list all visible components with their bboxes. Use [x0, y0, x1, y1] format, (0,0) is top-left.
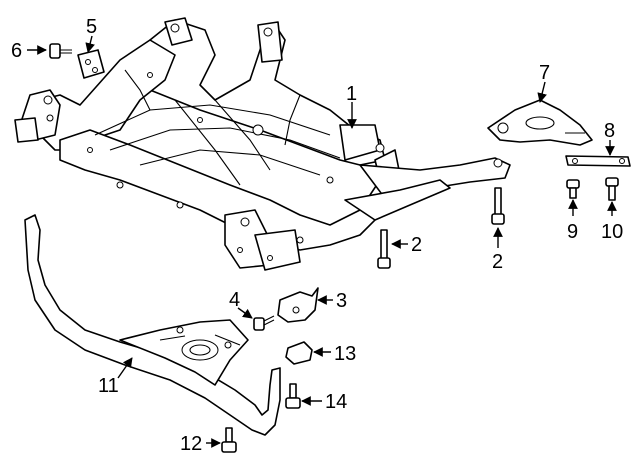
- callout-14: 14: [325, 391, 347, 413]
- callout-7: 7: [539, 62, 550, 84]
- callout-2-right: 2: [492, 251, 503, 273]
- bolt-part-9: [566, 179, 580, 199]
- leader-lines: [27, 35, 617, 448]
- plate-part-5: [77, 49, 105, 79]
- callout-10: 10: [601, 221, 623, 243]
- bolt-part-10: [605, 177, 619, 201]
- bolt-part-14: [285, 383, 301, 409]
- clip-nut-part-13: [285, 341, 313, 365]
- callout-1: 1: [346, 83, 357, 105]
- bolt-part-12: [221, 427, 237, 453]
- callout-13: 13: [334, 343, 356, 365]
- callout-2-center: 2: [411, 234, 422, 256]
- callout-5: 5: [86, 16, 97, 38]
- bolt-part-4: [253, 315, 275, 331]
- lower-brace-illustration: [24, 214, 281, 436]
- bolt-part-2-right: [491, 187, 505, 225]
- callout-11: 11: [98, 375, 119, 397]
- callout-4: 4: [229, 289, 240, 311]
- callout-6: 6: [11, 40, 22, 62]
- bolt-part-2-center: [377, 229, 391, 269]
- bracket-part-3: [277, 287, 319, 323]
- callouts: 1 2 2 3 4 5 6 7 8 9 10 11 12 13 14: [11, 16, 623, 455]
- callout-9: 9: [567, 221, 578, 243]
- callout-8: 8: [604, 120, 615, 142]
- callout-3: 3: [336, 290, 347, 312]
- bolt-part-6: [49, 43, 72, 59]
- subframe-crossmember-illustration: [14, 17, 511, 271]
- fasteners: [49, 43, 619, 453]
- bracket-part-7: [487, 99, 593, 146]
- callout-12: 12: [180, 433, 202, 455]
- strap-part-8: [565, 155, 631, 167]
